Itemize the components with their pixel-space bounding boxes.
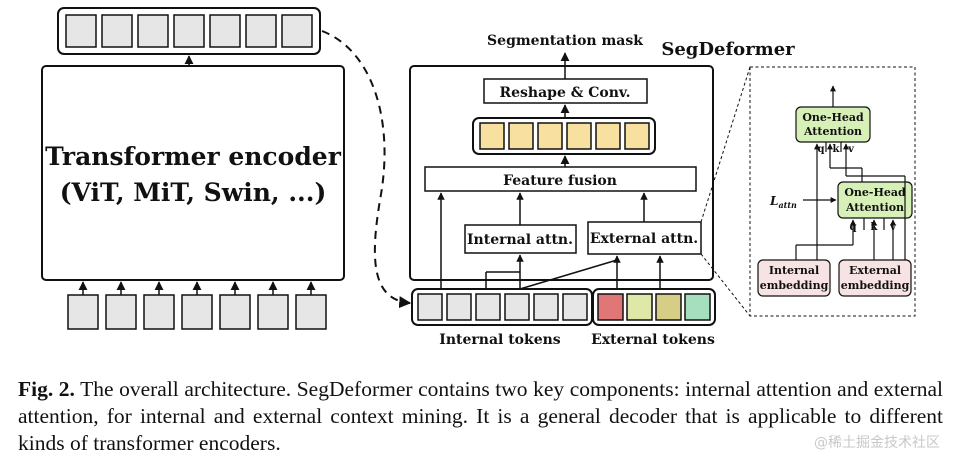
encoder-input-token — [295, 294, 327, 330]
caption-text: The overall architecture. SegDeformer co… — [18, 377, 944, 455]
svg-text:Internal: Internal — [769, 264, 819, 277]
svg-text:External: External — [849, 264, 901, 277]
top-q-label: q — [818, 144, 825, 155]
encoder-input-token — [181, 294, 213, 330]
internal-attn-box: Internal attn. — [464, 224, 577, 254]
encoder-input-token — [105, 294, 137, 330]
fused-token — [595, 122, 621, 150]
internal-token — [475, 293, 501, 321]
figure-label: Fig. 2. — [18, 377, 75, 401]
decoder-wiring — [437, 192, 664, 290]
encoder-output-token — [173, 14, 205, 48]
fused-token — [537, 122, 563, 150]
encoder-input-arrows — [78, 281, 316, 295]
encoder-output-token — [281, 14, 313, 48]
segdeformer-title: SegDeformer — [661, 39, 795, 60]
internal-token — [504, 293, 530, 321]
encoder-input-token — [219, 294, 251, 330]
fused-token — [624, 122, 650, 150]
encoder-title: Transformer encoder — [45, 142, 342, 171]
fused-token — [508, 122, 534, 150]
figure-caption: Fig. 2. The overall architecture. SegDef… — [18, 376, 943, 457]
encoder-subtitle: (ViT, MiT, Swin, ...) — [60, 178, 327, 207]
transformer-encoder-box: Transformer encoder (ViT, MiT, Swin, ...… — [41, 65, 345, 281]
encoder-output-tokens — [57, 7, 321, 55]
one-head-attention-bottom: One-Head Attention — [837, 181, 913, 219]
encoder-input-token — [257, 294, 289, 330]
detail-wiring — [795, 142, 906, 260]
external-token — [626, 293, 653, 321]
svg-text:embedding: embedding — [760, 279, 829, 292]
external-tokens-label: External tokens — [591, 332, 715, 348]
encoder-input-tokens — [67, 294, 327, 330]
fused-token — [479, 122, 505, 150]
internal-embedding-box: Internal embedding — [757, 259, 831, 297]
external-token — [684, 293, 711, 321]
svg-text:One-Head: One-Head — [844, 186, 906, 199]
input-token-strip — [411, 288, 716, 326]
internal-token — [562, 293, 588, 321]
encoder-output-token — [65, 14, 97, 48]
external-attn-detail-panel: One-Head Attention One-Head Attention q … — [749, 66, 916, 317]
internal-tokens-label: Internal tokens — [439, 332, 561, 348]
feature-fusion-label: Feature fusion — [503, 173, 617, 189]
zoom-line-bottom — [700, 253, 751, 317]
internal-token — [533, 293, 559, 321]
fused-tokens — [472, 117, 656, 155]
feature-fusion-box: Feature fusion — [424, 166, 697, 192]
attn-loss-label: Lattn — [769, 194, 797, 210]
encoder-output-token — [101, 14, 133, 48]
segmentation-mask-label: Segmentation mask — [487, 33, 643, 49]
top-v-label: v — [847, 144, 855, 155]
encoder-output-token — [209, 14, 241, 48]
external-token — [655, 293, 682, 321]
svg-text:embedding: embedding — [841, 279, 910, 292]
reshape-conv-label: Reshape & Conv. — [499, 85, 630, 101]
svg-text:One-Head: One-Head — [802, 111, 864, 124]
watermark: @稀土掘金技术社区 — [814, 435, 940, 451]
encoder-input-token — [67, 294, 99, 330]
external-embedding-box: External embedding — [838, 259, 912, 297]
encoder-output-token — [245, 14, 277, 48]
reshape-conv-box: Reshape & Conv. — [483, 78, 648, 104]
one-head-attention-top: One-Head Attention — [795, 106, 871, 143]
dashed-link-to-internal-tokens — [321, 30, 412, 309]
svg-text:Attention: Attention — [803, 125, 862, 138]
internal-token — [417, 293, 443, 321]
external-attn-label: External attn. — [590, 231, 698, 247]
internal-token — [446, 293, 472, 321]
svg-text:Attention: Attention — [845, 201, 904, 214]
encoder-output-token — [137, 14, 169, 48]
fused-token — [566, 122, 592, 150]
external-token — [597, 293, 624, 321]
encoder-input-token — [143, 294, 175, 330]
top-k-label: k — [833, 144, 841, 155]
internal-attn-label: Internal attn. — [467, 232, 573, 248]
external-attn-box: External attn. — [587, 221, 702, 255]
